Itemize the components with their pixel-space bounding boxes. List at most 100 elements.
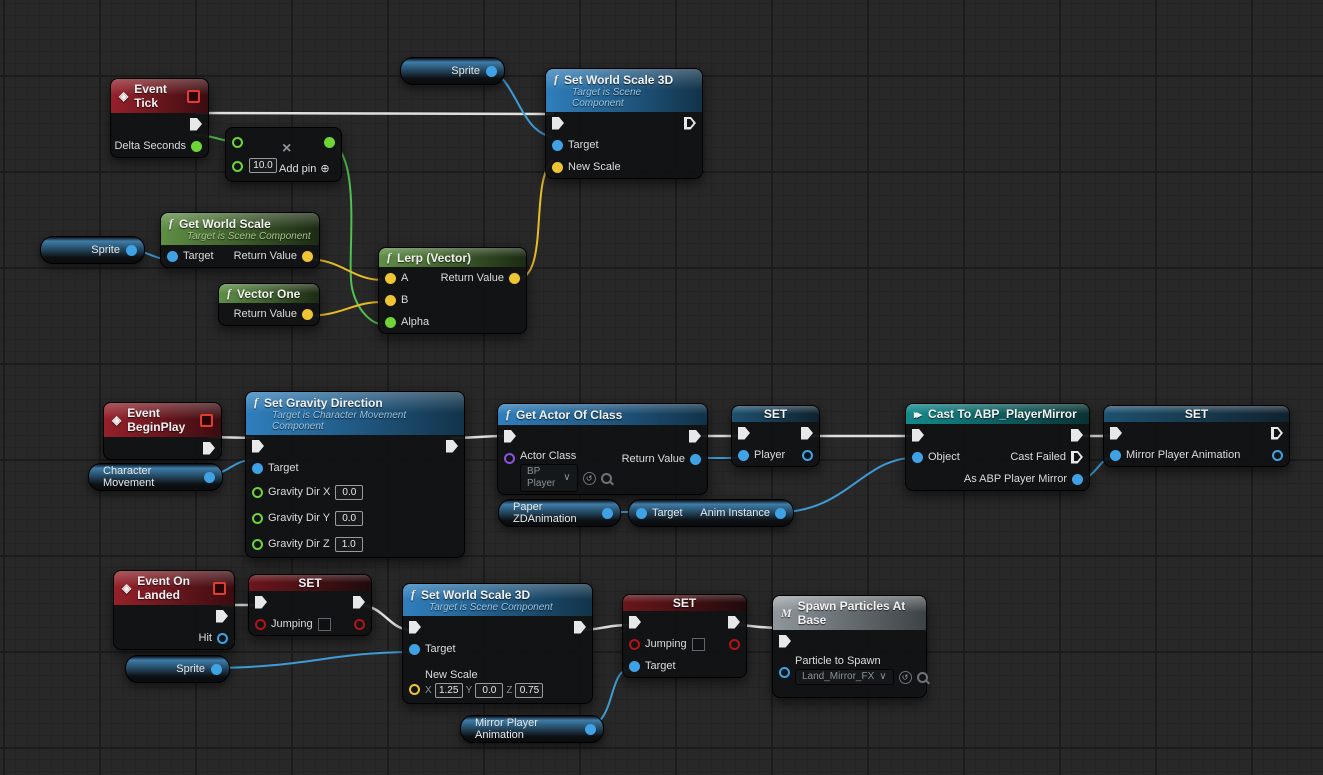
jumping-output-pin[interactable] — [729, 639, 740, 650]
variable-pill-mirror-player-animation[interactable]: Mirror Player Animation — [460, 715, 604, 743]
node-event-beginplay[interactable]: ◈ Event BeginPlay — [103, 402, 222, 460]
browse-icon[interactable] — [601, 473, 612, 484]
particle-to-spawn-pin[interactable] — [779, 667, 790, 678]
gravity-dir-y-pin[interactable] — [252, 513, 263, 524]
actor-class-pin[interactable] — [504, 453, 515, 464]
exec-in-pin[interactable] — [255, 596, 267, 609]
node-set-jumping-2[interactable]: SET Jumping Target — [622, 594, 747, 678]
lerp-b-pin[interactable] — [385, 295, 396, 306]
node-set-player[interactable]: SET Player — [731, 405, 820, 467]
target-pin[interactable] — [409, 644, 420, 655]
exec-out-pin[interactable] — [574, 621, 586, 634]
exec-out-pin[interactable] — [446, 440, 458, 453]
lerp-alpha-pin[interactable] — [385, 317, 396, 328]
exec-out-pin[interactable] — [1271, 427, 1283, 440]
jumping-pin[interactable] — [629, 639, 640, 650]
return-value-pin[interactable] — [302, 309, 313, 320]
mirror-player-animation-output-pin[interactable] — [585, 724, 596, 735]
use-selected-icon[interactable]: ↺ — [583, 472, 596, 485]
player-pin[interactable] — [738, 450, 749, 461]
node-vector-one[interactable]: f Vector One Return Value — [218, 283, 320, 326]
node-set-jumping-1[interactable]: SET Jumping — [248, 574, 372, 636]
delta-seconds-pin[interactable] — [191, 141, 202, 152]
gravity-dir-z-pin[interactable] — [252, 539, 263, 550]
gravity-dir-x-input[interactable]: 0.0 — [335, 485, 363, 500]
exec-out-pin[interactable] — [203, 442, 215, 455]
multiply-input-a-pin[interactable] — [232, 137, 243, 148]
exec-out-pin[interactable] — [1071, 429, 1083, 442]
exec-in-pin[interactable] — [252, 440, 264, 453]
node-get-anim-instance[interactable]: Target Anim Instance — [628, 499, 794, 527]
cast-failed-exec-pin[interactable] — [1071, 451, 1083, 464]
target-pin[interactable] — [167, 251, 178, 262]
mirror-player-animation-output-pin[interactable] — [1272, 450, 1283, 461]
return-value-pin[interactable] — [509, 273, 520, 284]
target-pin[interactable] — [636, 508, 647, 519]
variable-pill-sprite-bottom[interactable]: Sprite — [125, 655, 230, 683]
multiply-value-input[interactable]: 10.0 — [249, 158, 277, 173]
exec-out-pin[interactable] — [684, 117, 696, 130]
node-set-mirror-player-animation[interactable]: SET Mirror Player Animation — [1103, 405, 1290, 467]
exec-in-pin[interactable] — [504, 430, 516, 443]
exec-out-pin[interactable] — [728, 616, 740, 629]
as-abp-player-mirror-pin[interactable] — [1072, 474, 1083, 485]
use-selected-icon[interactable]: ↺ — [899, 671, 912, 684]
target-pin[interactable] — [629, 661, 640, 672]
exec-in-pin[interactable] — [738, 427, 750, 440]
jumping-pin[interactable] — [255, 619, 266, 630]
jumping-checkbox[interactable] — [318, 618, 331, 631]
sprite-output-pin[interactable] — [211, 664, 222, 675]
new-scale-z-input[interactable]: 0.75 — [515, 683, 543, 698]
particle-dropdown[interactable]: Land_Mirror_FX ∨ — [795, 669, 894, 685]
gravity-dir-x-pin[interactable] — [252, 487, 263, 498]
jumping-output-pin[interactable] — [354, 619, 365, 630]
exec-out-pin[interactable] — [353, 596, 365, 609]
exec-in-pin[interactable] — [1110, 427, 1122, 440]
paper-zdanimation-output-pin[interactable] — [602, 508, 613, 519]
object-pin[interactable] — [912, 452, 923, 463]
multiply-input-b-pin[interactable] — [232, 161, 243, 172]
target-pin[interactable] — [252, 463, 263, 474]
node-get-actor-of-class[interactable]: f Get Actor Of Class Actor Class BP Play… — [497, 403, 708, 495]
actor-class-dropdown[interactable]: BP Player ∨ — [520, 464, 578, 492]
node-multiply[interactable]: 10.0 × Add pin ⊕ — [225, 127, 342, 182]
variable-pill-paper-zdanimation[interactable]: Paper ZDAnimation — [498, 499, 621, 527]
exec-in-pin[interactable] — [629, 616, 641, 629]
hit-pin[interactable] — [217, 633, 228, 644]
player-output-pin[interactable] — [802, 450, 813, 461]
node-event-on-landed[interactable]: ◈ Event On Landed Hit — [113, 570, 235, 650]
variable-pill-sprite-left[interactable]: Sprite — [40, 236, 145, 264]
gravity-dir-z-input[interactable]: 1.0 — [335, 537, 363, 552]
gravity-dir-y-input[interactable]: 0.0 — [335, 511, 363, 526]
sprite-output-pin[interactable] — [486, 66, 497, 77]
exec-in-pin[interactable] — [779, 635, 791, 648]
node-lerp-vector[interactable]: f Lerp (Vector) A Return Value B Alpha — [378, 247, 527, 334]
variable-pill-sprite-top[interactable]: Sprite — [400, 57, 505, 85]
browse-icon[interactable] — [917, 672, 928, 683]
exec-out-pin[interactable] — [689, 430, 701, 443]
exec-in-pin[interactable] — [552, 117, 564, 130]
mirror-player-animation-pin[interactable] — [1110, 450, 1121, 461]
target-pin[interactable] — [552, 140, 563, 151]
new-scale-pin[interactable] — [409, 684, 420, 695]
exec-in-pin[interactable] — [912, 429, 924, 442]
add-pin-button[interactable]: Add pin ⊕ — [279, 162, 330, 175]
node-event-tick[interactable]: ◈ Event Tick Delta Seconds — [110, 78, 209, 158]
jumping-checkbox[interactable] — [692, 638, 705, 651]
node-set-world-scale-1[interactable]: f Set World Scale 3D Target is Scene Com… — [545, 68, 703, 179]
exec-out-pin[interactable] — [801, 427, 813, 440]
node-spawn-particles-at-base[interactable]: M Spawn Particles At Base Particle to Sp… — [772, 595, 927, 698]
node-get-world-scale[interactable]: f Get World Scale Target is Scene Compon… — [160, 212, 320, 268]
new-scale-y-input[interactable]: 0.0 — [475, 683, 503, 698]
node-set-world-scale-2[interactable]: f Set World Scale 3D Target is Scene Com… — [402, 583, 593, 704]
return-value-pin[interactable] — [690, 454, 701, 465]
node-cast-to-abp-playermirror[interactable]: ▸▸ Cast To ABP_PlayerMirror Object Cast … — [905, 403, 1090, 491]
multiply-output-pin[interactable] — [324, 137, 335, 148]
sprite-output-pin[interactable] — [126, 245, 137, 256]
anim-instance-pin[interactable] — [775, 508, 786, 519]
new-scale-pin[interactable] — [552, 162, 563, 173]
node-set-gravity-direction[interactable]: f Set Gravity Direction Target is Charac… — [245, 391, 465, 558]
character-movement-output-pin[interactable] — [204, 472, 215, 483]
lerp-a-pin[interactable] — [385, 273, 396, 284]
